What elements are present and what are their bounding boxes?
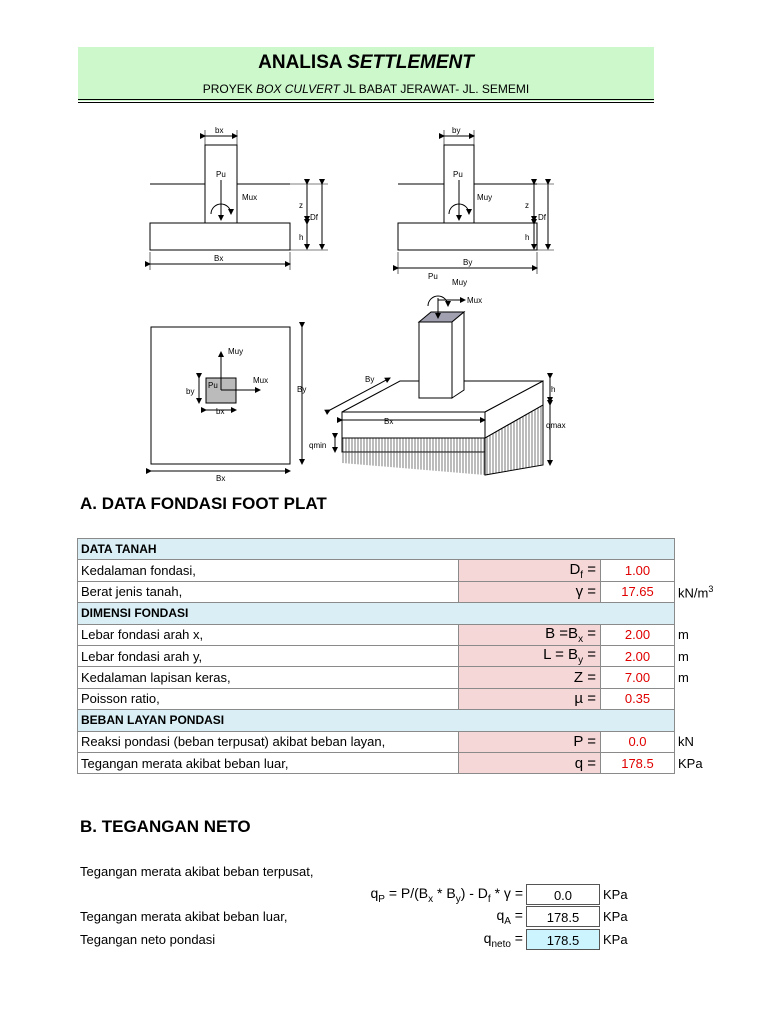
label-qmax: qmax — [546, 421, 566, 430]
row-symbol: B =Bx = — [458, 623, 601, 646]
title-band — [78, 47, 654, 101]
label-mux-plan: Mux — [253, 376, 268, 385]
table-row: Reaksi pondasi (beban terpusat) akibat b… — [77, 730, 725, 753]
table-row: Lebar fondasi arah x, B =Bx = 2.00 m — [77, 623, 725, 646]
row-desc: Kedalaman fondasi, — [77, 559, 459, 582]
table-row: Berat jenis tanah, γ = 17.65 kN/m3 — [77, 580, 725, 604]
value-qa[interactable]: 178.5 — [526, 906, 600, 927]
label-h-3d: h — [551, 385, 555, 394]
label-df-2: Df — [538, 213, 547, 222]
label-pu-plan: Pu — [208, 381, 218, 390]
row-symbol: P = — [458, 730, 601, 753]
unit-qp: KPa — [603, 887, 628, 902]
label-qmin: qmin — [309, 441, 326, 450]
neto-line-2: Tegangan merata akibat beban luar, — [80, 909, 288, 924]
row-unit: kN — [678, 734, 694, 750]
label-z-2: z — [525, 201, 529, 210]
row-unit: m — [678, 648, 689, 664]
label-by-plan: by — [186, 387, 194, 396]
row-symbol: µ = — [458, 687, 601, 711]
elevation-x — [145, 130, 328, 270]
label-bx-plan: bx — [216, 407, 224, 416]
unit-qa: KPa — [603, 909, 628, 924]
row-symbol: Z = — [458, 666, 601, 689]
neto-line-1: Tegangan merata akibat beban terpusat, — [80, 864, 314, 879]
neto-line-3: Tegangan neto pondasi — [80, 932, 216, 947]
label-Bx-plan: Bx — [216, 474, 225, 483]
value-bx[interactable]: 2.00 — [600, 623, 675, 646]
label-By-plan: By — [297, 385, 306, 394]
row-unit — [675, 688, 725, 709]
table-row: Tegangan merata akibat beban luar, q = 1… — [77, 751, 725, 775]
foundation-diagrams: bx Pu Mux z h Df Bx by Pu Muy z h Df By — [145, 126, 566, 483]
unit-qneto: KPa — [603, 932, 628, 947]
label-pu-3d: Pu — [428, 272, 438, 281]
page-subtitle: PROYEK BOX CULVERT JL BABAT JERAWAT- JL.… — [202, 82, 530, 96]
value-q[interactable]: 178.5 — [600, 751, 675, 775]
label-h-2: h — [525, 233, 529, 242]
label-By: By — [463, 258, 472, 267]
row-symbol: L = By = — [458, 644, 601, 668]
label-muy-3d: Muy — [452, 278, 467, 287]
row-desc: Reaksi pondasi (beban terpusat) akibat b… — [77, 730, 459, 753]
plan-view — [146, 322, 305, 474]
row-unit: kN/m3 — [678, 583, 714, 601]
table-row: Kedalaman fondasi, Df = 1.00 — [77, 559, 725, 582]
row-desc: Lebar fondasi arah x, — [77, 623, 459, 646]
data-table: DATA TANAH Kedalaman fondasi, Df = 1.00 … — [77, 537, 725, 775]
label-pu: Pu — [216, 170, 226, 179]
value-qp[interactable]: 0.0 — [526, 884, 600, 905]
title-rule-2 — [78, 102, 654, 103]
header-beban-layan: BEBAN LAYAN PONDASI — [77, 709, 675, 732]
row-desc: Berat jenis tanah, — [77, 580, 459, 604]
label-z: z — [299, 201, 303, 210]
value-qneto[interactable]: 178.5 — [526, 929, 600, 950]
isometric-view — [324, 295, 553, 476]
label-muy: Muy — [477, 193, 492, 202]
row-desc: Tegangan merata akibat beban luar, — [77, 751, 459, 775]
label-bx: bx — [215, 126, 223, 135]
value-by[interactable]: 2.00 — [600, 644, 675, 668]
row-unit: m — [678, 627, 689, 643]
section-a-heading: A. DATA FONDASI FOOT PLAT — [80, 494, 327, 513]
label-By-3d: By — [365, 375, 374, 384]
table-row: Lebar fondasi arah y, L = By = 2.00 m — [77, 644, 725, 668]
value-z[interactable]: 7.00 — [600, 666, 675, 689]
header-data-tanah: DATA TANAH — [77, 537, 675, 561]
table-row: Kedalaman lapisan keras, Z = 7.00 m — [77, 666, 725, 689]
page-title: ANALISA SETTLEMENT — [258, 52, 474, 73]
row-symbol: Df = — [458, 559, 601, 582]
row-unit: m — [678, 670, 689, 686]
label-Bx-3d: Bx — [384, 417, 393, 426]
row-symbol: q = — [458, 751, 601, 775]
label-muy-plan: Muy — [228, 347, 243, 356]
label-mux-3d: Mux — [467, 296, 482, 305]
label-by: by — [452, 126, 460, 135]
value-poisson[interactable]: 0.35 — [600, 687, 675, 711]
label-Bx: Bx — [214, 254, 223, 263]
elevation-y — [393, 130, 554, 274]
formula-qp: qP = P/(Bx * By) - Df * γ = — [370, 885, 523, 905]
row-desc: Lebar fondasi arah y, — [77, 644, 459, 668]
label-qneto: qneto = — [483, 930, 523, 950]
row-desc: Kedalaman lapisan keras, — [77, 666, 459, 689]
value-p[interactable]: 0.0 — [600, 730, 675, 753]
row-desc: Poisson ratio, — [77, 687, 459, 711]
label-mux: Mux — [242, 193, 257, 202]
row-unit — [675, 560, 725, 581]
label-qa: qA = — [496, 907, 523, 927]
value-gamma[interactable]: 17.65 — [600, 580, 675, 604]
value-df[interactable]: 1.00 — [600, 559, 675, 582]
label-pu-2: Pu — [453, 170, 463, 179]
label-h: h — [299, 233, 303, 242]
header-dimensi-fondasi: DIMENSI FONDASI — [77, 602, 675, 625]
title-rule-1 — [78, 99, 654, 100]
row-unit: KPa — [678, 755, 703, 771]
row-symbol: γ = — [458, 580, 601, 604]
table-row: Poisson ratio, µ = 0.35 — [77, 687, 725, 711]
label-df: Df — [310, 213, 319, 222]
section-b-heading: B. TEGANGAN NETO — [80, 817, 251, 836]
